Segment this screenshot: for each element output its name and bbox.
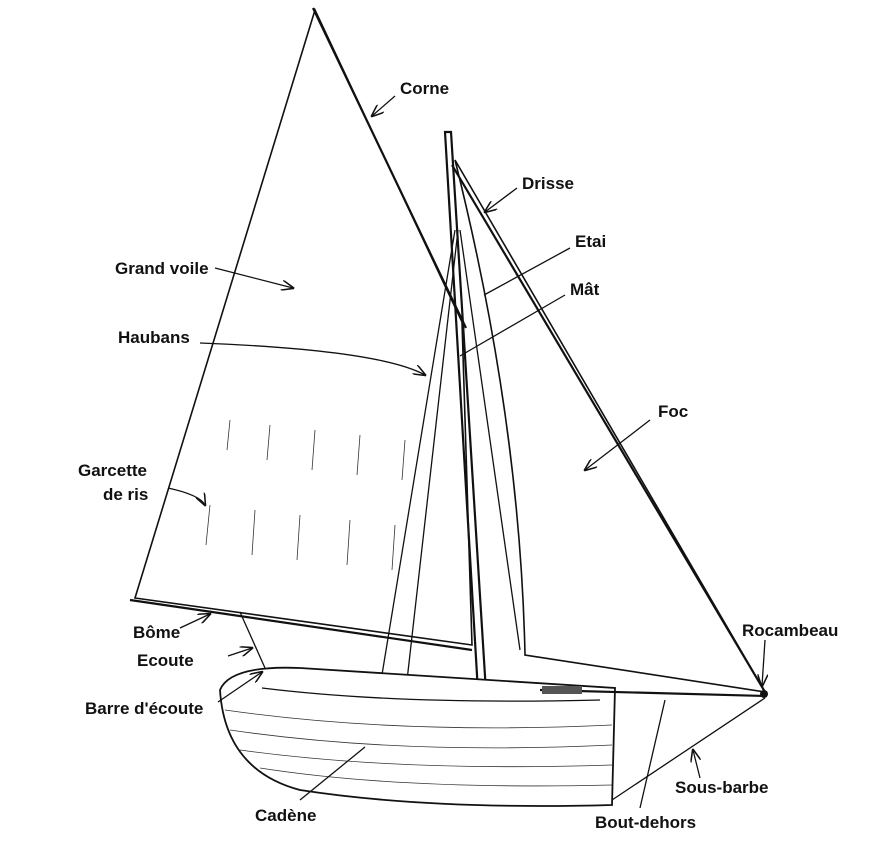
hull-planks bbox=[224, 709, 613, 787]
label-rocambeau: Rocambeau bbox=[742, 621, 838, 640]
label-ecoute: Ecoute bbox=[137, 651, 194, 670]
gaff bbox=[312, 7, 467, 329]
boom bbox=[129, 598, 473, 652]
label-sous-barbe: Sous-barbe bbox=[675, 778, 769, 797]
label-barre-ecoute: Barre d'écoute bbox=[85, 699, 203, 718]
label-garcette-line2: de ris bbox=[103, 485, 148, 504]
hull-gunwale bbox=[261, 687, 601, 702]
jib-sail bbox=[454, 159, 767, 694]
label-grand-voile: Grand voile bbox=[115, 259, 209, 278]
label-mat: Mât bbox=[570, 280, 600, 299]
label-bome: Bôme bbox=[133, 623, 180, 642]
label-foc: Foc bbox=[658, 402, 688, 421]
bowsprit-fitting bbox=[542, 686, 582, 694]
label-corne: Corne bbox=[400, 79, 449, 98]
leader-lines bbox=[167, 95, 765, 809]
label-cadene: Cadène bbox=[255, 806, 316, 825]
sheet bbox=[239, 611, 266, 669]
label-garcette-line1: Garcette bbox=[78, 461, 147, 480]
forestay bbox=[451, 164, 766, 693]
label-haubans: Haubans bbox=[118, 328, 190, 347]
hull bbox=[219, 666, 616, 807]
label-bout-dehors: Bout-dehors bbox=[595, 813, 696, 832]
label-etai: Etai bbox=[575, 232, 606, 251]
rocambeau-ring bbox=[760, 690, 768, 698]
label-drisse: Drisse bbox=[522, 174, 574, 193]
reef-points bbox=[205, 419, 406, 571]
bobstay bbox=[611, 697, 766, 801]
shrouds bbox=[367, 229, 521, 761]
